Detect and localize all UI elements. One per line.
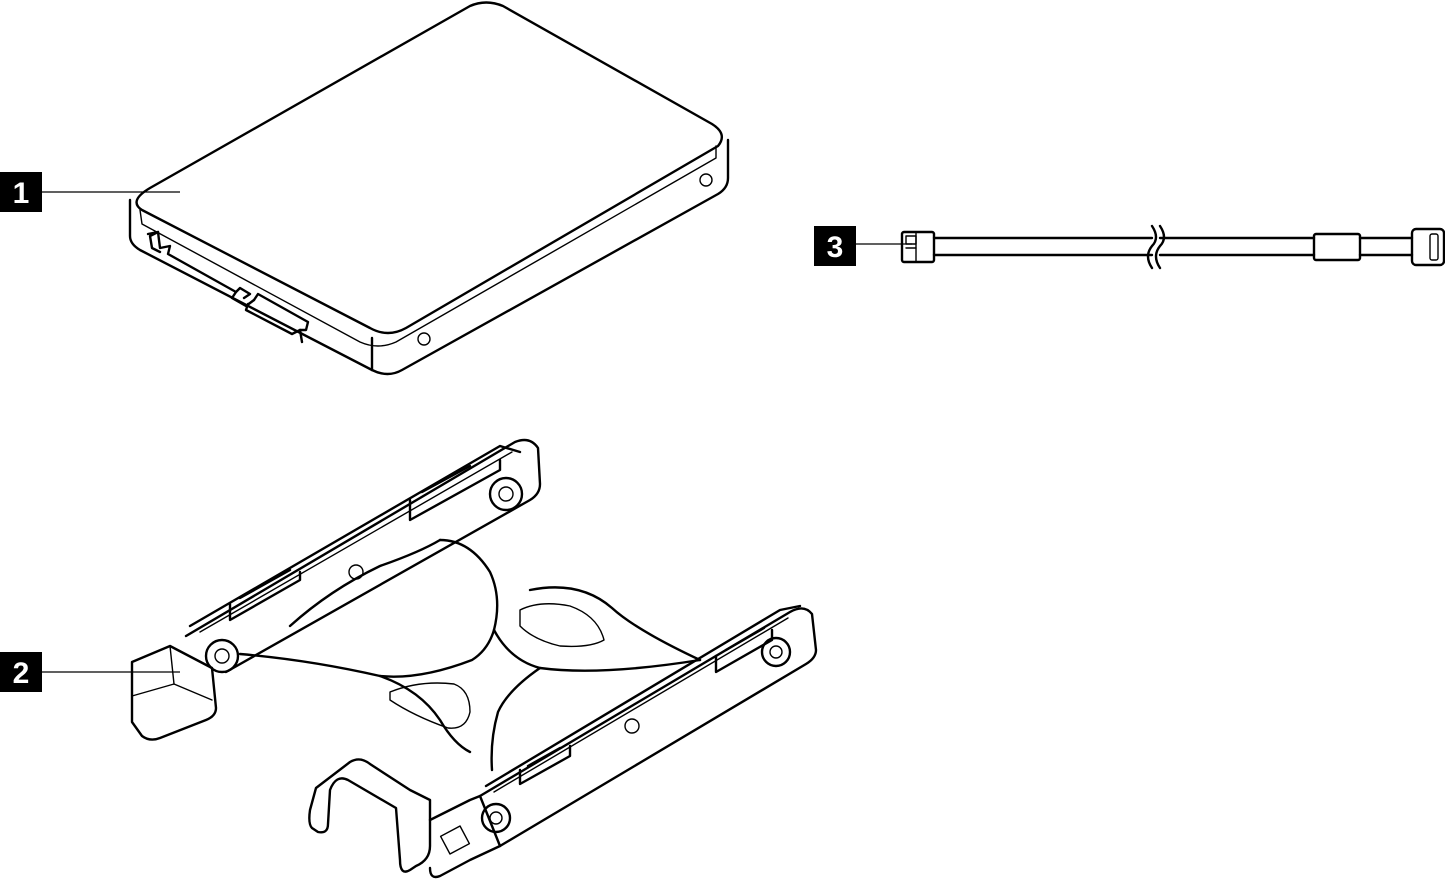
callout-2: 2 bbox=[0, 652, 180, 692]
callout-badge bbox=[814, 226, 856, 266]
callout-number: 3 bbox=[827, 231, 844, 264]
screw-icon bbox=[488, 476, 524, 512]
rail-hole-icon bbox=[624, 718, 640, 734]
cable-illustration bbox=[900, 224, 1445, 270]
callout-1: 1 bbox=[0, 172, 180, 212]
adapter-illustration bbox=[130, 438, 818, 879]
callout-badge bbox=[0, 172, 42, 212]
screw-hole-icon bbox=[417, 332, 431, 346]
screw-hole-icon bbox=[699, 173, 713, 187]
callout-badge bbox=[0, 652, 42, 692]
drive-illustration bbox=[128, 1, 730, 376]
callout-number: 1 bbox=[13, 177, 30, 210]
screw-icon bbox=[760, 636, 792, 668]
screw-icon bbox=[480, 802, 512, 834]
screw-icon bbox=[204, 638, 240, 674]
callout-3: 3 bbox=[814, 226, 912, 266]
callout-number: 2 bbox=[13, 657, 30, 690]
